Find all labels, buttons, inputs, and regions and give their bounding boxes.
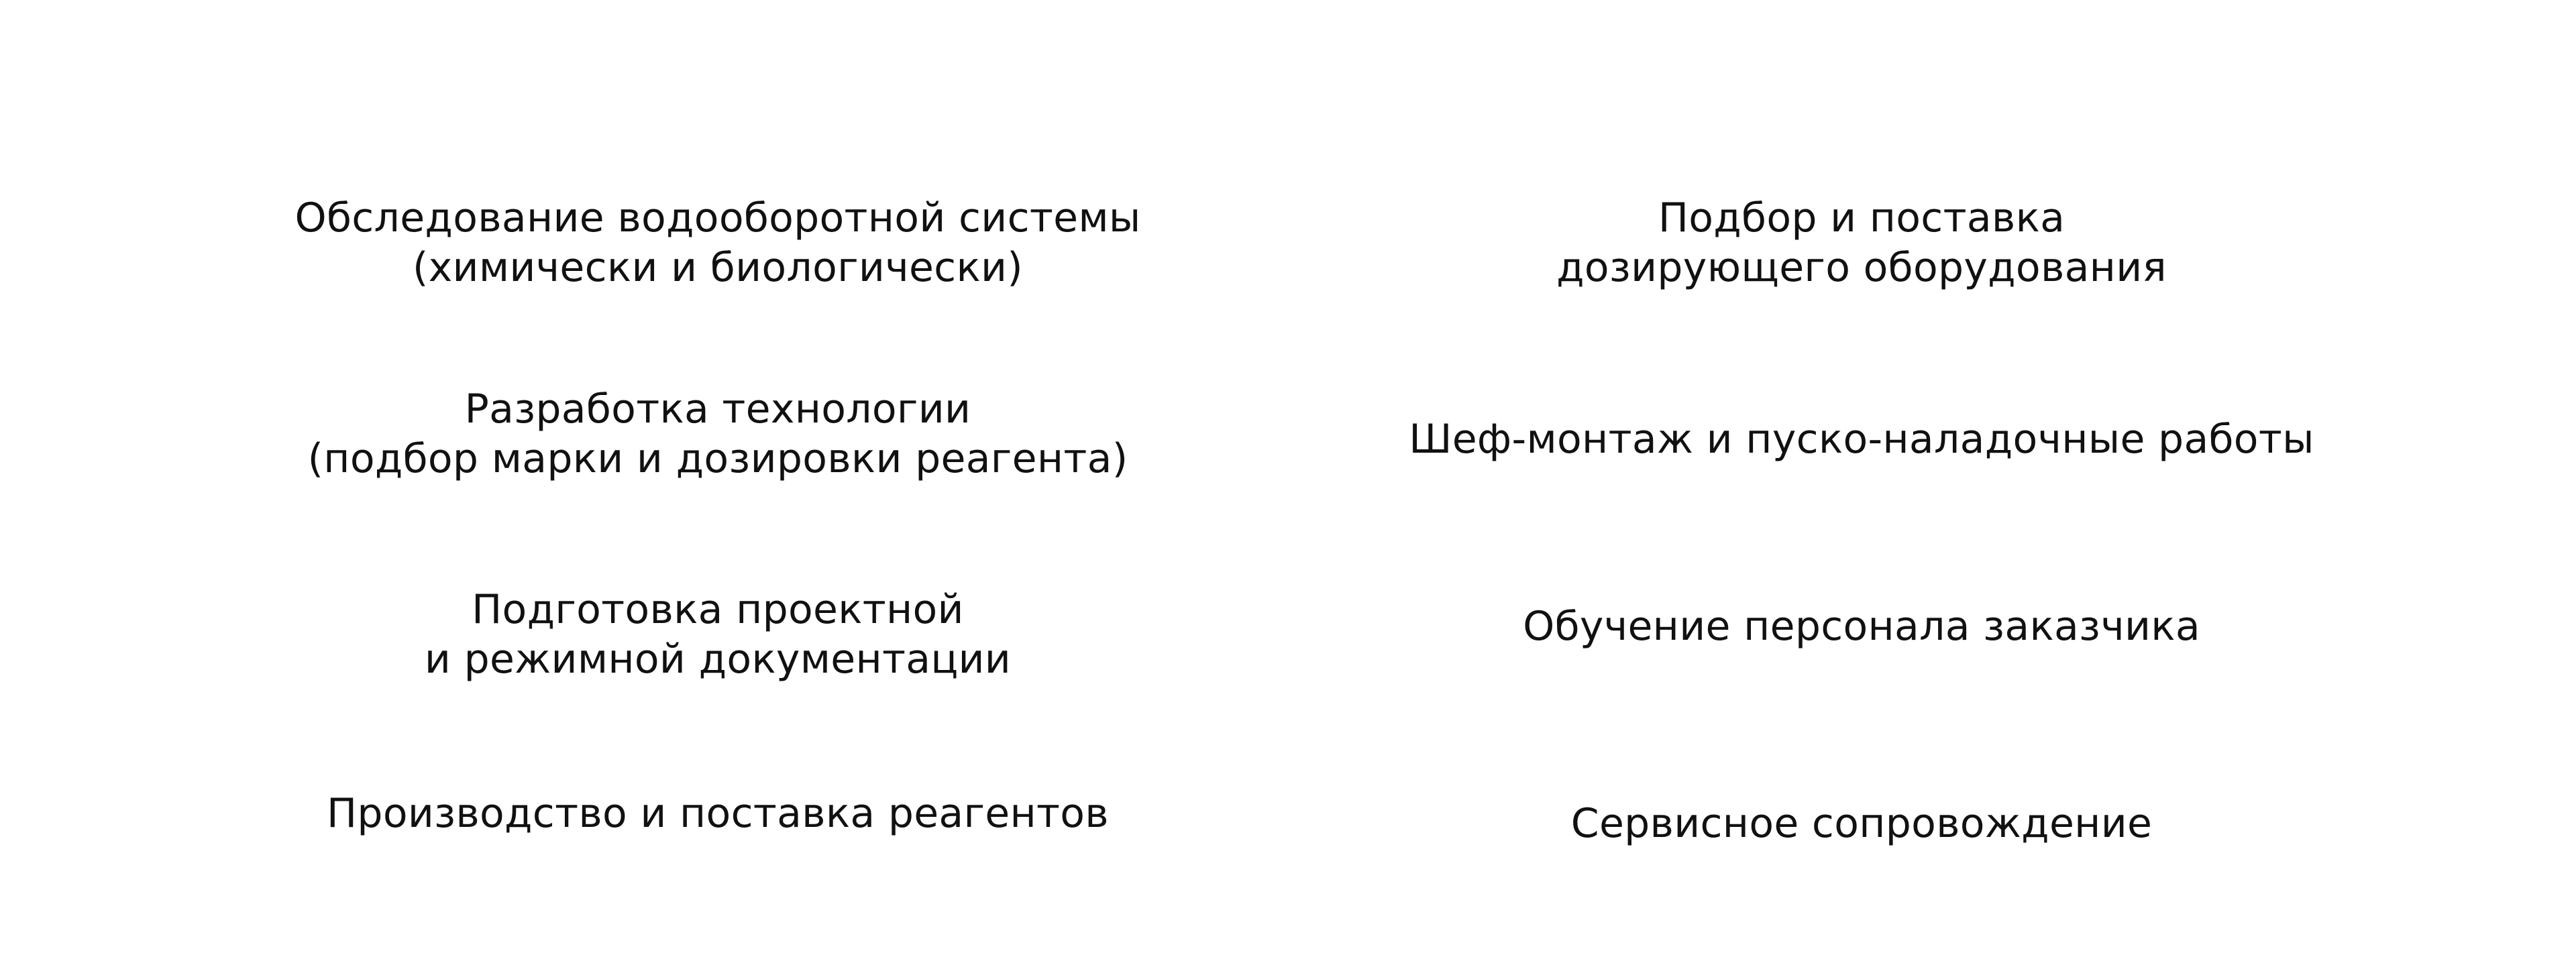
service-technology-development: Разработка технологии (подбор марки и до… xyxy=(215,384,1221,484)
service-line: (подбор марки и дозировки реагента) xyxy=(307,435,1128,482)
service-line: (химически и биологически) xyxy=(413,244,1023,291)
service-line: Подготовка проектной xyxy=(472,586,964,633)
service-line: Обучение персонала заказчика xyxy=(1523,603,2200,650)
service-line: Обследование водооборотной системы xyxy=(294,194,1141,241)
service-line: Шеф-монтаж и пуско-наладочные работы xyxy=(1409,416,2314,463)
service-reagent-production: Производство и поставка реагентов xyxy=(215,789,1221,838)
service-line: Разработка технологии xyxy=(464,386,971,433)
service-water-system-survey: Обследование водооборотной системы (хими… xyxy=(215,193,1221,292)
service-personnel-training: Обучение персонала заказчика xyxy=(1358,602,2365,651)
service-line: дозирующего оборудования xyxy=(1556,244,2167,291)
service-installation-commissioning: Шеф-монтаж и пуско-наладочные работы xyxy=(1358,414,2365,464)
service-line: Сервисное сопровождение xyxy=(1570,800,2153,847)
service-line: Производство и поставка реагентов xyxy=(327,790,1109,837)
service-line: Подбор и поставка xyxy=(1658,194,2065,241)
service-support: Сервисное сопровождение xyxy=(1358,799,2365,848)
service-documentation-preparation: Подготовка проектной и режимной документ… xyxy=(215,585,1221,684)
service-dosing-equipment-supply: Подбор и поставка дозирующего оборудован… xyxy=(1358,193,2365,292)
service-line: и режимной документации xyxy=(424,636,1012,683)
